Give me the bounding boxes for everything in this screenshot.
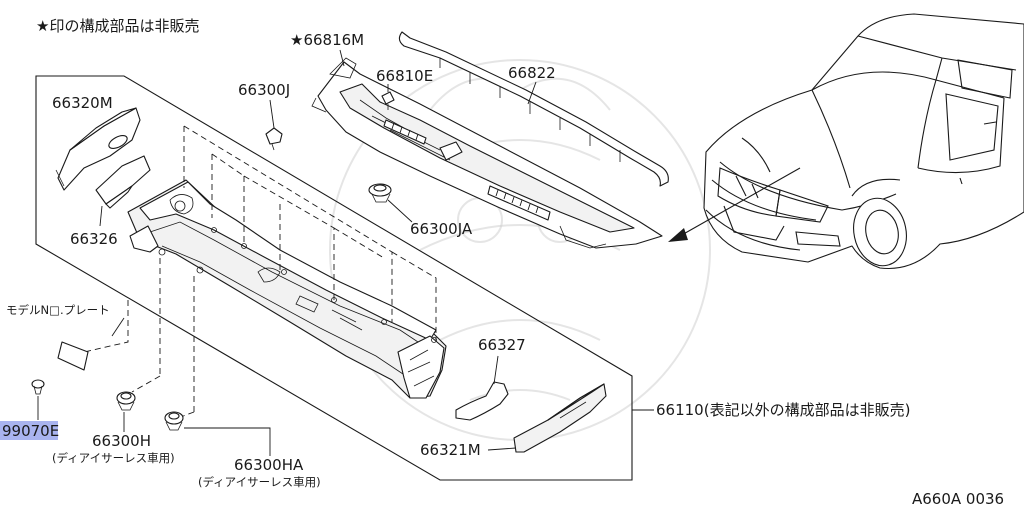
label-66810E: 66810E (376, 67, 433, 85)
label-66300JA: 66300JA (410, 220, 473, 238)
highlight-99070E (0, 421, 58, 440)
note-text: ★印の構成部品は非販売 (36, 17, 199, 35)
label-66816M: ★66816M (290, 31, 364, 49)
part-cowl-top-body[interactable] (127, 179, 447, 399)
part-66300J[interactable] (265, 99, 283, 151)
part-66822-seal[interactable] (398, 31, 669, 187)
part-66300HA[interactable] (164, 411, 271, 456)
label-66822: 66822 (508, 64, 556, 82)
label-66326: 66326 (70, 230, 118, 248)
label-model-plate: モデルN□.プレート (6, 303, 110, 317)
label-99070E[interactable]: 99070E (2, 422, 59, 440)
part-66300H[interactable] (116, 391, 136, 432)
label-66327: 66327 (478, 336, 526, 354)
label-66300H: 66300H (92, 432, 151, 450)
label-66321M: 66321M (420, 441, 481, 459)
part-66326[interactable] (95, 155, 151, 227)
part-66327[interactable] (455, 355, 509, 421)
label-66300J: 66300J (238, 81, 290, 99)
leader-66816M (339, 49, 345, 67)
part-99070E[interactable] (31, 379, 45, 420)
label-66110: 66110(表記以外の構成部品は非販売) (656, 401, 910, 419)
part-66320M[interactable] (55, 107, 141, 191)
car-illustration (703, 13, 1024, 270)
part-66321M[interactable] (487, 383, 607, 453)
note-66300HA: (ディアイサーレス車用) (198, 475, 321, 489)
figure-code: A660A 0036 (912, 490, 1004, 508)
note-66300H: (ディアイサーレス車用) (52, 451, 175, 465)
direction-arrow (668, 167, 801, 242)
assembly-outline (35, 75, 633, 481)
label-66320M: 66320M (52, 94, 113, 112)
part-66816M-cowl-upper[interactable] (311, 57, 663, 249)
label-66300HA: 66300HA (234, 456, 304, 474)
part-model-plate[interactable] (57, 317, 125, 371)
part-66300JA[interactable] (368, 183, 413, 223)
part-66810E[interactable] (381, 84, 395, 110)
